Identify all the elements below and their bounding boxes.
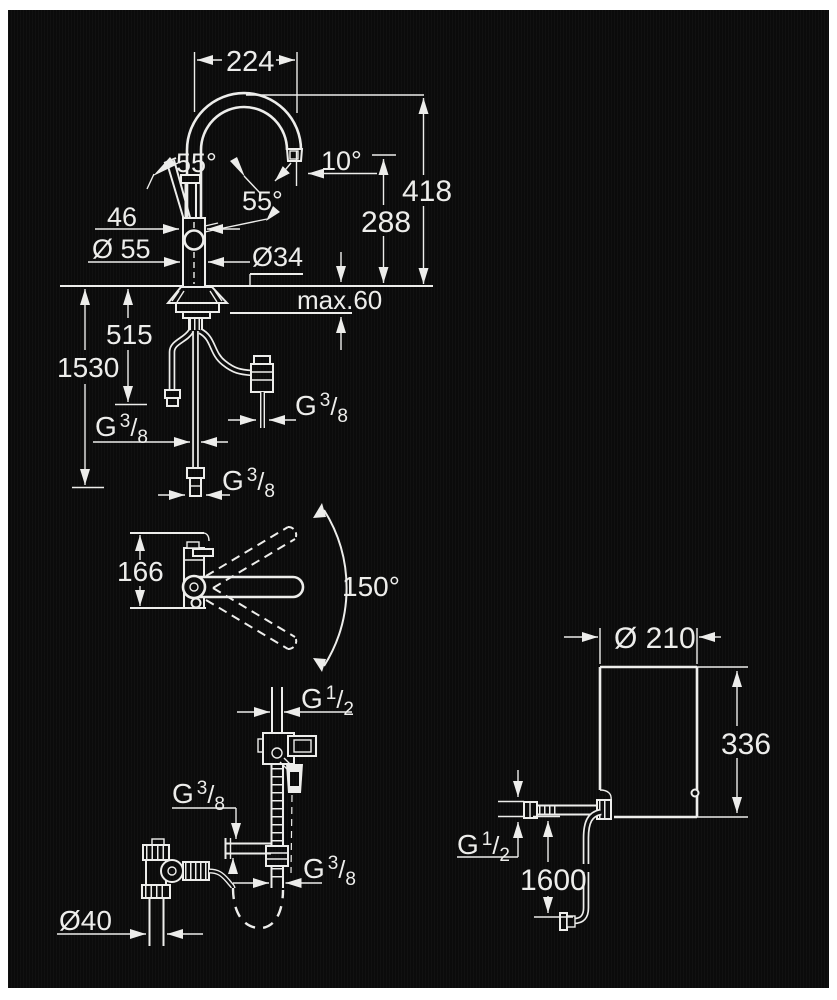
dim-1530-label: 1530 (57, 352, 119, 383)
dim-288-label: 288 (361, 206, 411, 239)
handle-ball (183, 229, 205, 251)
angle-arrow-right (230, 157, 245, 177)
dim-o34-label: Ø34 (252, 242, 303, 272)
dim-166-label: 166 (117, 556, 164, 587)
faucet-top-view: 166 150° (117, 503, 400, 672)
dim-10-label: 10° (321, 146, 362, 176)
dim-55-spray-label: 55° (242, 186, 283, 216)
dim-224-label: 224 (226, 46, 274, 78)
dim-46-label: 46 (107, 202, 137, 232)
swivel-arc (323, 509, 348, 667)
dim-o55-label: Ø 55 (92, 234, 151, 264)
flow-direction-arrow (274, 162, 292, 182)
control-box (287, 735, 317, 757)
dim-336-label: 336 (721, 728, 771, 761)
spray-angle-arrow (266, 206, 280, 221)
hose-end-fitting (559, 912, 568, 931)
check-valve (250, 363, 274, 393)
drawing-background-panel (8, 10, 829, 988)
dim-1600-label: 1600 (520, 864, 587, 897)
lever-cap (180, 174, 201, 184)
sensor-cable (290, 794, 293, 874)
angle-arrow-left (153, 157, 176, 176)
dim-150-label: 150° (342, 571, 400, 602)
spout-arc-inner (199, 105, 289, 151)
ball-joint (160, 859, 184, 883)
spout-pivot (181, 574, 207, 600)
hose-loop (231, 887, 285, 930)
dim-o40-label: Ø40 (59, 905, 112, 936)
spout-arc-outer (185, 91, 303, 151)
lever-top-view (192, 548, 214, 557)
dim-55-lever-label: 55° (176, 148, 217, 178)
dim-418-label: 418 (402, 175, 452, 208)
dim-max60-label: max.60 (297, 285, 382, 315)
dim-o210-label: Ø 210 (614, 622, 696, 655)
dim-515-label: 515 (106, 319, 153, 350)
faucet-side-view: 224 55° 55° 10° (57, 46, 452, 502)
